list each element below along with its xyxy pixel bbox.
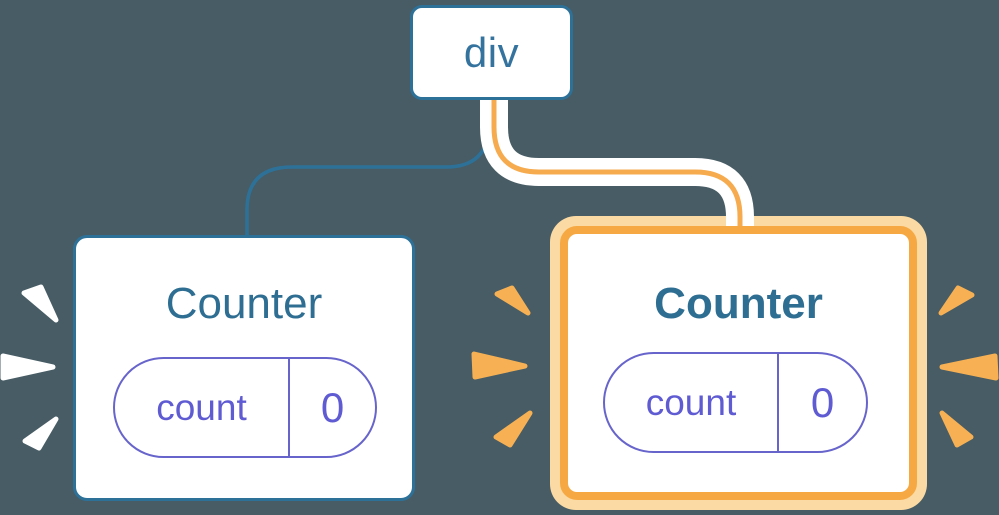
state-key-label: count	[605, 354, 779, 451]
root-node-label: div	[463, 28, 520, 76]
spark-wedge	[493, 410, 533, 448]
spark-wedge	[939, 410, 974, 448]
spark-wedge	[471, 351, 528, 380]
counter-title: Counter	[165, 279, 323, 328]
state-pill: count 0	[603, 352, 868, 453]
counter-card-right: Counter count 0	[550, 216, 927, 510]
state-key-label: count	[115, 359, 290, 456]
counter-card-left: Counter count 0	[73, 235, 415, 501]
root-node: div	[410, 5, 573, 100]
state-value: 0	[810, 378, 835, 426]
spark-wedge	[939, 353, 999, 381]
counter-title: Counter	[654, 279, 823, 328]
state-value: 0	[320, 383, 345, 431]
edge-to-right-counter-casing	[480, 99, 754, 226]
spark-wedge	[938, 285, 975, 316]
edge-to-left-counter	[245, 99, 491, 237]
highlight-border	[560, 226, 917, 500]
spark-wedge	[494, 285, 531, 316]
state-pill: count 0	[113, 357, 377, 458]
spark-wedge	[22, 416, 59, 451]
spark-wedge	[0, 353, 56, 381]
edge-to-right-counter	[491, 99, 743, 226]
spark-wedge	[21, 284, 59, 323]
